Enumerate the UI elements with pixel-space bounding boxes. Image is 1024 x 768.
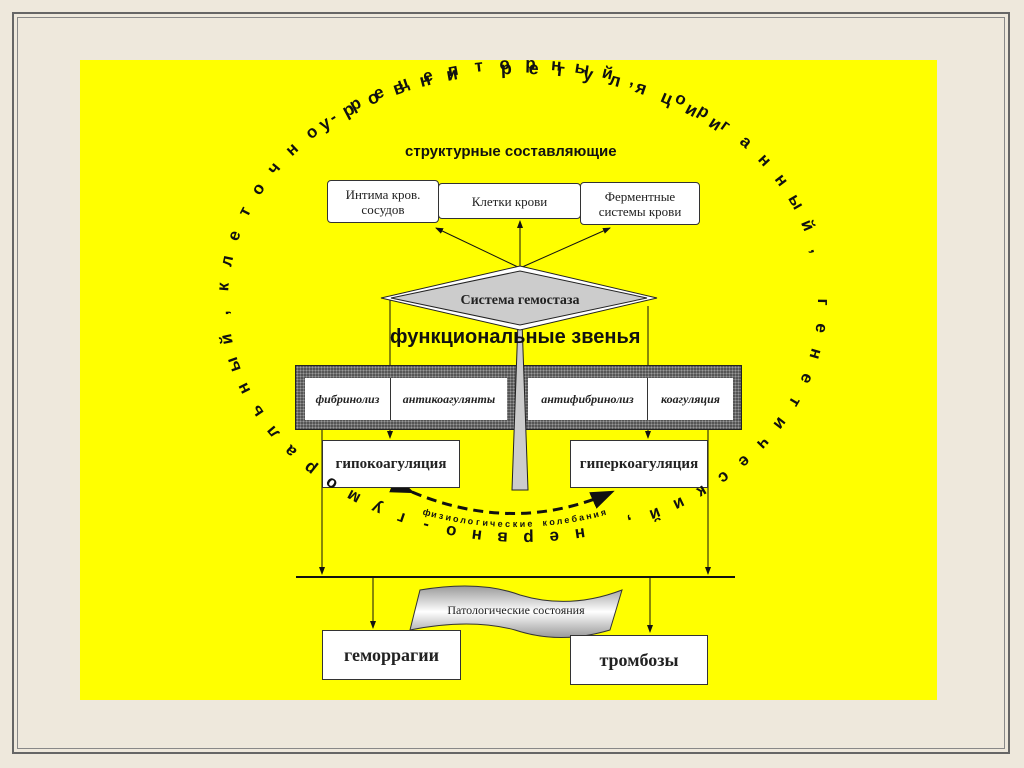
pathology-banner-shape <box>409 585 623 638</box>
hypocoagulation-box: гипокоагуляция <box>322 440 460 488</box>
structural-title: структурные составляющие <box>405 143 617 160</box>
page-frame <box>12 12 1010 754</box>
pathology-banner: Патологические состояния <box>447 603 585 617</box>
thrombosis-box: тромбозы <box>570 635 708 685</box>
structure-box-blood-cells: Клетки крови <box>438 183 581 219</box>
diamond-shape <box>390 270 648 326</box>
functional-title: функциональные звенья <box>390 326 641 348</box>
cell-antifibrinolysis: антифибринолиз <box>528 378 648 420</box>
oscillation-arrow <box>389 475 615 515</box>
structure-box-intima: Интима кров. сосудов <box>327 180 439 223</box>
hypercoagulation-box: гиперкоагуляция <box>570 440 708 488</box>
hemorrhage-box: геморрагии <box>322 630 461 680</box>
cell-anticoagulants: антикоагулянты <box>391 378 507 420</box>
cell-fibrinolysis: фибринолиз <box>305 378 391 420</box>
structure-box-enzymes: Ферментные системы крови <box>580 182 700 225</box>
cell-coagulation: коагуляция <box>648 378 733 420</box>
page-frame-inner <box>17 17 1005 749</box>
center-label: Система гемостаза <box>460 293 579 308</box>
